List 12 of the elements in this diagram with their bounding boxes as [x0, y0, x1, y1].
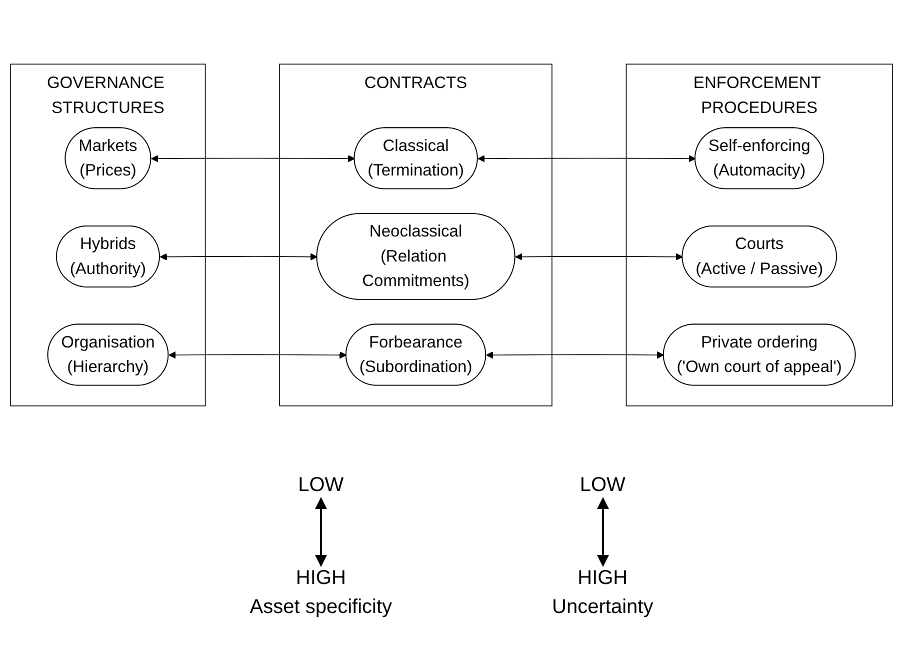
scale-label: HIGH	[296, 567, 346, 590]
arrow	[160, 253, 318, 260]
arrow	[515, 253, 683, 260]
arrow	[151, 154, 355, 162]
scale-label: LOW	[298, 474, 344, 497]
arrow	[168, 351, 347, 359]
arrow	[486, 351, 664, 359]
scale-label: LOW	[580, 474, 626, 497]
scale-label: HIGH	[578, 567, 628, 590]
arrow	[478, 154, 696, 162]
axis-label: Uncertainty	[552, 596, 654, 619]
axis-label: Asset specificity	[250, 596, 392, 619]
